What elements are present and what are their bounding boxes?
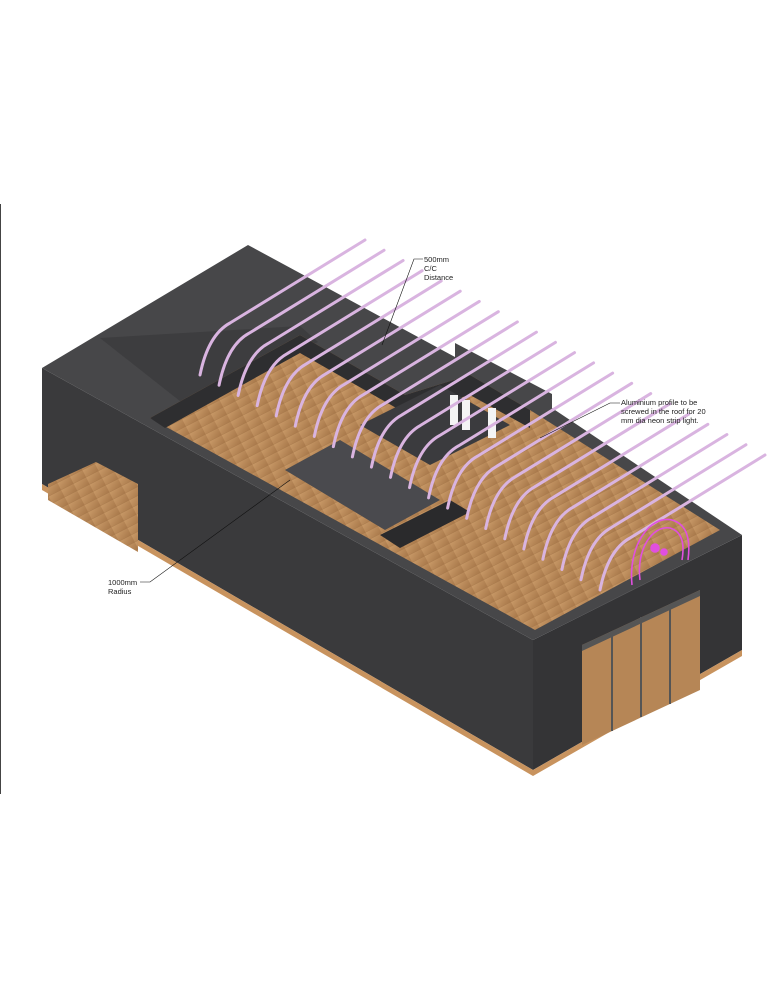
window-panel [450,395,458,425]
neon-strip [579,443,748,582]
neon-strip [217,248,386,387]
neon-strip [350,320,519,459]
neon-strip [408,351,577,490]
neon-strip [522,412,691,551]
bench [380,500,470,548]
annotation-cc-distance: 500mm C/C Distance [424,255,454,282]
window-panel [488,408,496,438]
neon-strip [293,289,462,428]
neon-strip [541,422,710,561]
neon-strip [198,238,367,377]
counter-block [285,440,440,530]
door-frame [582,590,700,651]
interior-floor [150,335,720,630]
window-panel [462,400,470,430]
neon-strip [598,453,767,592]
neon-strip [484,392,653,531]
leader-alu [539,402,620,439]
annotation-radius: 1000mm Radius [108,578,138,596]
neon-strip [388,340,557,479]
leader-cc [381,258,423,346]
annotation-aluminium-profile: Aluminium profile to be screwed in the r… [621,398,706,425]
neon-strip [427,361,596,500]
neon-strip [503,402,672,541]
neon-strips [198,238,767,592]
neon-strip [236,258,405,397]
neon-strip [446,371,615,510]
neon-strip [274,279,443,418]
counter-block-2 [360,385,510,465]
left-doorway [48,462,138,552]
neon-strip [465,381,634,520]
leader-lines [140,258,620,583]
neon-sign [630,518,690,586]
glazed-doors [582,590,700,745]
left-wall-face [42,368,533,770]
sheet-border-left [0,204,1,794]
neon-strip [312,299,481,438]
neon-strip [560,433,729,572]
leader-radius [140,479,291,583]
neon-strip [369,330,538,469]
neon-strip [255,269,424,408]
neon-strip [331,310,500,449]
